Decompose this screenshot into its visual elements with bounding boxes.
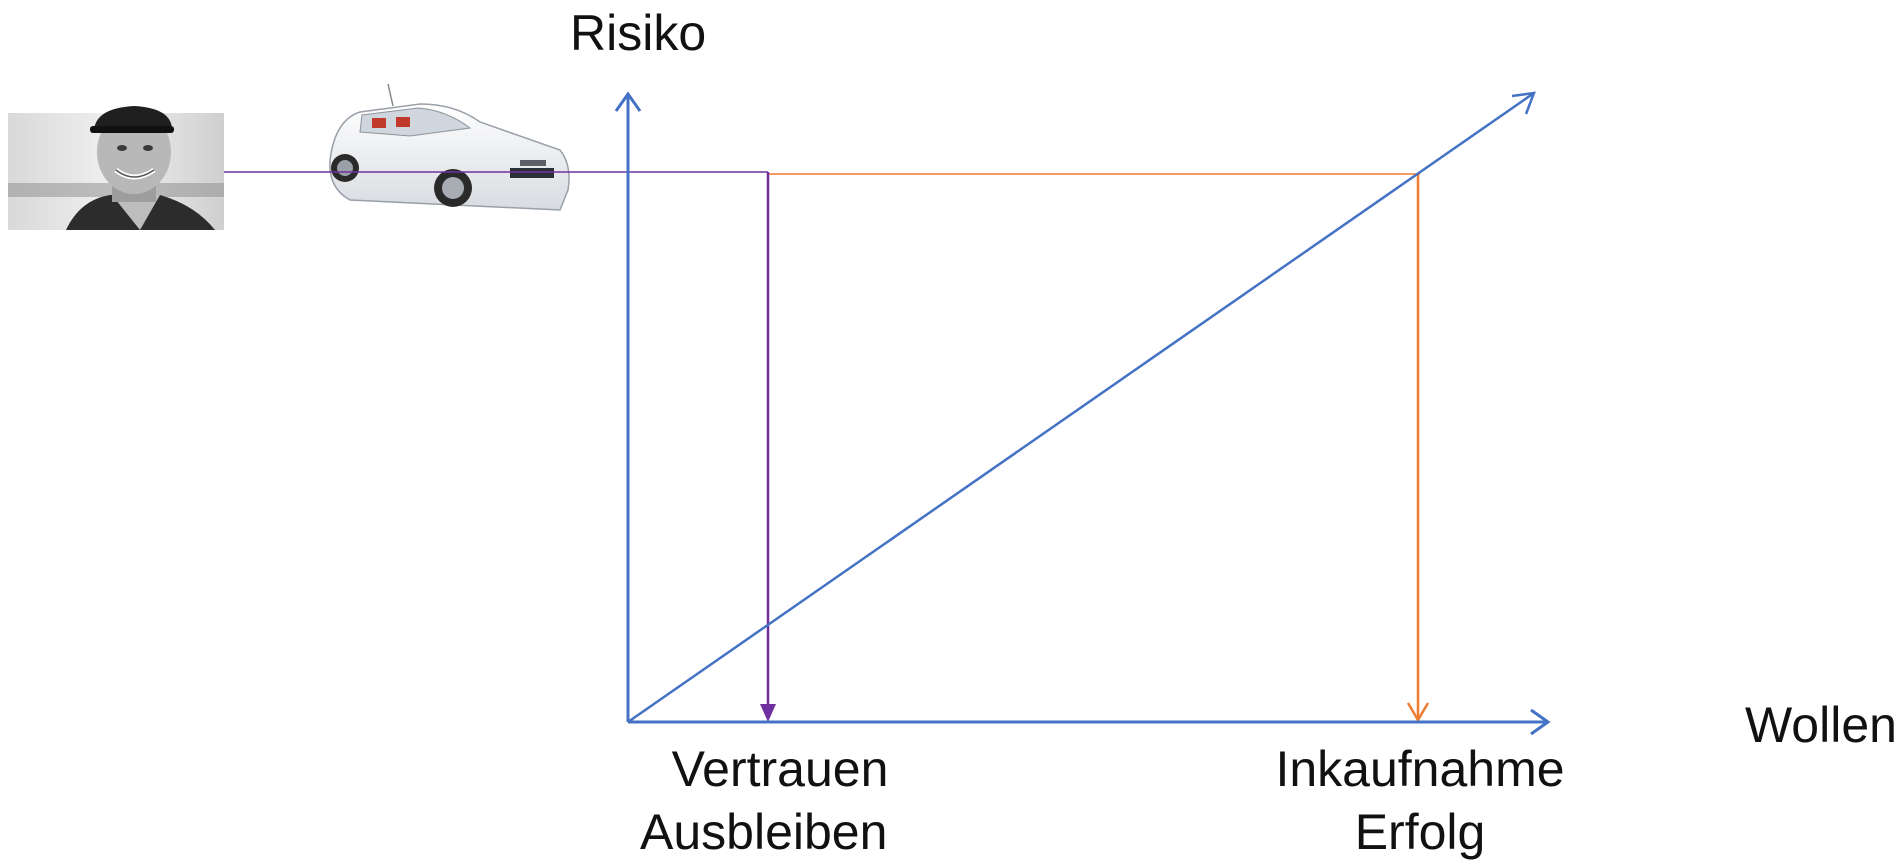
y-axis-label: Risiko — [570, 5, 707, 61]
right-drop-arrowhead — [1406, 702, 1430, 723]
diagonal-line — [627, 91, 1535, 724]
car-photo — [329, 83, 570, 211]
diagonal-arrowhead — [1511, 91, 1536, 115]
left-drop-arrowhead — [760, 704, 776, 722]
left-result-label-line1: Vertrauen — [671, 741, 889, 797]
right-result-label-line2: Erfolg — [1354, 804, 1486, 860]
portrait-photo — [8, 106, 224, 230]
y-axis-arrowhead — [614, 91, 642, 112]
right-result-label-line1: Inkaufnahme — [1275, 741, 1565, 797]
left-result-label-line2: Ausbleiben — [640, 804, 888, 860]
x-axis-arrowhead — [1530, 708, 1551, 736]
x-axis-label: Wollen — [1745, 697, 1897, 753]
